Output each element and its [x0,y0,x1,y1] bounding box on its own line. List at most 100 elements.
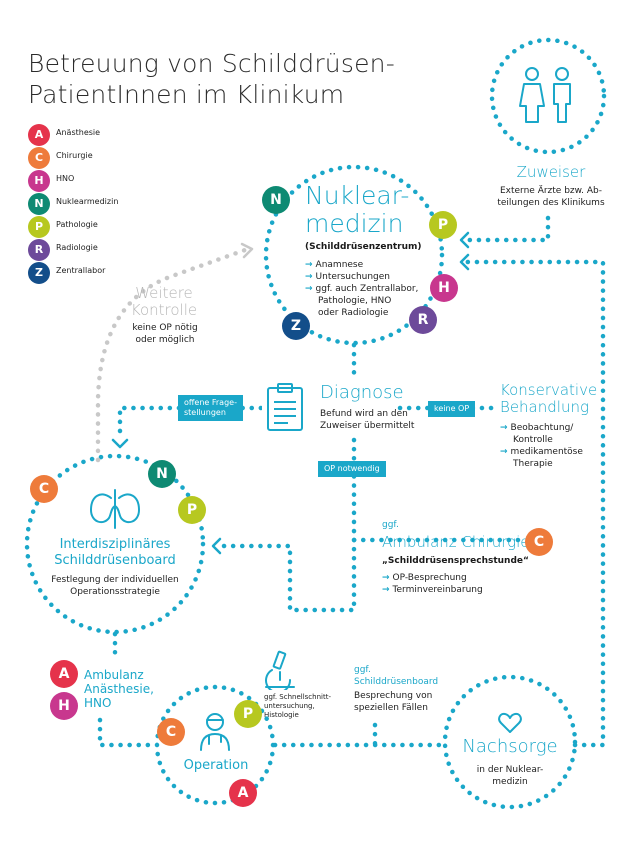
kontrolle-title-line: Weitere [135,284,193,302]
legend-label: Radiologie [56,243,98,252]
badge-c: C [30,475,58,503]
list-item-text: oder Radiologie [318,308,389,318]
nachsorge-text-line: in der Nuklear- [476,765,544,775]
board-title-line: Interdisziplinäres [59,537,171,552]
board-text-line: Festlegung der individuellen [51,575,179,585]
badge-c: C [157,718,185,746]
zuweiser-text: Externe Ärzte bzw. Ab- teilungen des Kli… [486,185,616,209]
title-line-1: Betreuung von Schilddrüsen- [28,49,395,78]
list-item: →OP-Besprechung [382,573,467,583]
anaesthesie-title-line: Ambulanz [84,668,144,682]
histologie-text: ggf. Schnellschnitt- untersuchung, Histo… [264,693,331,720]
nuklear-title: Nuklear- medizin [305,182,409,238]
pill-line: offene Frage- [184,398,237,407]
legend-label: HNO [56,174,75,183]
legend-label: Zentrallabor [56,266,106,275]
histologie-text-line: ggf. Schnellschnitt- [264,693,331,701]
konservativ-list: →Beobachtung/ Kontrolle →medikamentöse T… [500,422,583,470]
badge-p: P [234,700,262,728]
badge-n: N [148,460,176,488]
clipboard-icon [262,382,308,434]
anaesthesie-title-line: Anästhesie, [84,682,154,696]
board-title: Interdisziplinäres Schilddrüsenboard [35,537,195,569]
badge-p: P [178,496,206,524]
clipboard-icon-graphic [267,383,303,431]
list-item: →Anamnese [305,260,364,270]
legend-label: Nuklearmedizin [56,197,119,206]
anaesthesie-title-line: HNO [84,696,112,710]
nuklear-list: →Anamnese →Untersuchungen →ggf. auch Zen… [305,259,418,319]
list-item: →Untersuchungen [305,272,391,282]
badge-n: N [28,193,50,215]
list-item-text: Therapie [513,459,553,469]
list-item: oder Radiologie [305,307,418,319]
list-item-text: OP-Besprechung [392,573,467,583]
diagnose-to-board-line [117,405,273,443]
board2-text-line: speziellen Fällen [354,703,428,713]
chirurgie-pre: ggf. [382,520,399,530]
diagnose-text-line: Befund wird an den [320,409,408,419]
kontrolle-text-line: keine OP nötig [132,323,198,333]
chirurgie-subtitle: „Schilddrüsensprechstunde“ [382,556,529,566]
histologie-text-line: untersuchung, [264,702,315,710]
board-text: Festlegung der individuellen Operationss… [35,574,195,598]
zuweiser-to-nuklear-line [460,215,551,243]
nachsorge-text-line: medizin [492,777,528,787]
microscope-icon [265,650,295,690]
nuklear-subtitle: (Schilddrüsenzentrum) [305,242,422,252]
list-item-text: Anamnese [315,260,364,270]
surgeon-icon [200,713,230,751]
chirurgie-to-board-line [212,537,357,613]
pill-keine-op: keine OP [428,401,476,417]
zuweiser-text-line: Externe Ärzte bzw. Ab- [499,186,603,196]
pill-offene-fragestellungen: offene Frage- stellungen [178,395,243,421]
list-item-text: Kontrolle [513,435,553,445]
list-item-text: Beobachtung/ [510,423,574,433]
board2-title-line: ggf. [354,665,371,675]
badge-h: H [430,274,458,302]
badge-h: H [50,692,78,720]
arrow-into-board-top [111,438,129,449]
list-item-text: Pathologie, HNO [318,296,392,306]
list-item: Pathologie, HNO [305,295,418,307]
list-item: →medikamentöse [500,447,583,457]
heart-icon [498,712,522,733]
nuklear-title-line: medizin [305,209,404,238]
nuklear-title-line: Nuklear- [305,181,410,210]
list-item: →Beobachtung/ [500,423,574,433]
anaesthesie-title: Ambulanz Anästhesie, HNO [84,668,154,710]
chirurgie-list: →OP-Besprechung →Terminvereinbarung [382,572,483,596]
badge-c: C [525,528,553,556]
board2-text: Besprechung von speziellen Fällen [354,690,432,714]
anaesthesie-to-operation-line [97,717,158,748]
badge-p: P [429,211,457,239]
kontrolle-title: Weitere Kontrolle [124,285,204,319]
nachsorge-return-line [460,259,606,748]
badge-z: Z [282,312,310,340]
histologie-text-line: Histologie [264,711,299,719]
zuweiser-text-line: teilungen des Klinikums [497,198,605,208]
badge-z: Z [28,262,50,284]
badge-p: P [28,216,50,238]
board2-title-line: Schilddrüsenboard [354,677,439,687]
badge-c: C [28,147,50,169]
diagnose-text-line: Zuweiser übermittelt [320,421,415,431]
thyroid-icon [90,489,140,529]
diagnose-text: Befund wird an den Zuweiser übermittelt [320,408,414,432]
patients-icon [519,67,571,123]
board2-text-line: Besprechung von [354,691,433,701]
arrow-into-nuklear-1 [459,231,470,249]
pill-op-notwendig: OP notwendig [318,461,386,477]
diagnose-title: Diagnose [320,382,404,403]
zuweiser-title: Zuweiser [516,163,586,181]
nachsorge-circle [442,674,578,810]
list-item-text: ggf. auch Zentrallabor, [315,284,419,294]
legend-label: Chirurgie [56,151,93,160]
board-title-line: Schilddrüsenboard [54,553,176,568]
nachsorge-text: in der Nuklear- medizin [455,764,565,788]
board-text-line: Operationsstrategie [70,587,160,597]
list-item-text: Terminvereinbarung [392,585,483,595]
arrow-into-nuklear-2 [459,253,470,271]
badge-r: R [409,306,437,334]
